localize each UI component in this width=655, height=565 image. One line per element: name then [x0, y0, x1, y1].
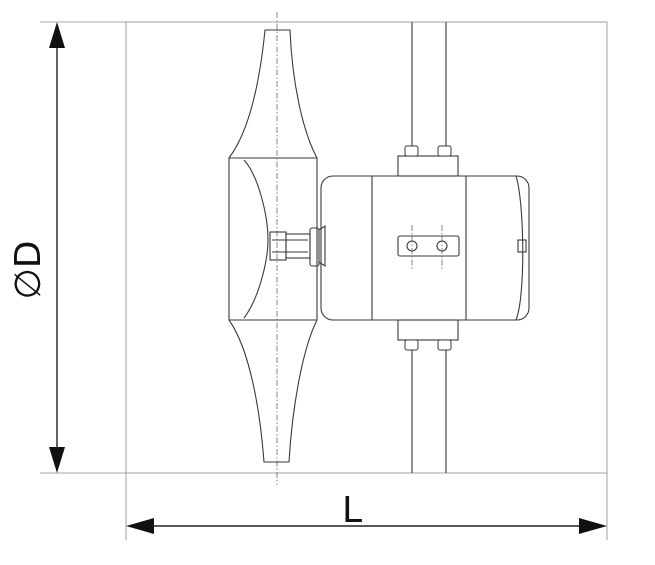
- diameter-label: ∅D: [8, 240, 49, 299]
- support-rod: [411, 22, 447, 473]
- bolt-icon: [437, 145, 452, 157]
- bolt-icon: [437, 339, 452, 351]
- length-label: L: [342, 490, 362, 531]
- top-mounting-bracket: [397, 145, 459, 177]
- actuator-body: [320, 175, 530, 321]
- shaft-coupling: [269, 224, 326, 268]
- length-dimension: L: [125, 473, 608, 540]
- housing-outline: [40, 21, 608, 474]
- bottom-mounting-bracket: [397, 319, 459, 351]
- diameter-dimension: ∅D: [8, 22, 65, 473]
- bolt-icon: [404, 145, 419, 157]
- indicator-icon: [517, 239, 527, 253]
- damper-blade: [228, 29, 318, 463]
- bolt-icon: [404, 339, 419, 351]
- position-slot-plate: [397, 235, 460, 257]
